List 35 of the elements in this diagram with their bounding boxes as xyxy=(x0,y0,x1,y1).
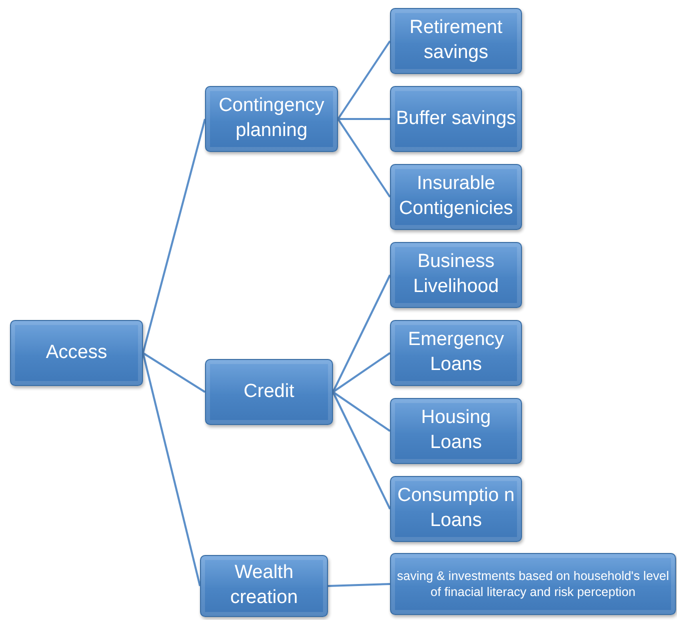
connector-line xyxy=(338,118,390,120)
node-label: Retirement savings xyxy=(408,16,504,65)
connector-line xyxy=(142,118,206,354)
node-label: Housing Loans xyxy=(420,406,492,455)
node-label: Wealth creation xyxy=(229,561,299,610)
connector-line xyxy=(332,352,391,393)
node-label: Credit xyxy=(244,380,294,404)
connector-line xyxy=(142,352,206,393)
process-box xyxy=(10,320,143,386)
node-label: Contingency planning xyxy=(218,94,326,143)
process-box xyxy=(200,555,328,617)
node-label: Business Livelihood xyxy=(412,250,500,299)
process-box xyxy=(390,242,522,308)
node-label: Access xyxy=(46,340,108,365)
connector-line xyxy=(337,118,391,198)
connector-line xyxy=(332,391,391,432)
process-box xyxy=(205,86,338,152)
node-label: Buffer savings xyxy=(396,106,516,131)
process-box xyxy=(390,398,522,464)
node-label: Insurable Contigenicies xyxy=(398,172,514,221)
process-box xyxy=(390,476,522,542)
connector-line xyxy=(332,392,391,510)
process-box xyxy=(390,86,522,152)
node-label: Consumptio n Loans xyxy=(396,484,516,533)
process-box xyxy=(205,359,333,425)
node-label: Emergency Loans xyxy=(406,328,506,377)
process-box xyxy=(390,553,676,615)
connector-line xyxy=(142,352,201,586)
node-label: saving & investments based on household's level of finacial literacy and risk perception xyxy=(396,568,670,600)
process-box xyxy=(390,8,522,74)
process-box xyxy=(390,164,522,230)
process-box xyxy=(390,320,522,386)
connector-line xyxy=(337,40,391,120)
connector-line xyxy=(332,274,391,392)
connector-line xyxy=(328,583,390,587)
